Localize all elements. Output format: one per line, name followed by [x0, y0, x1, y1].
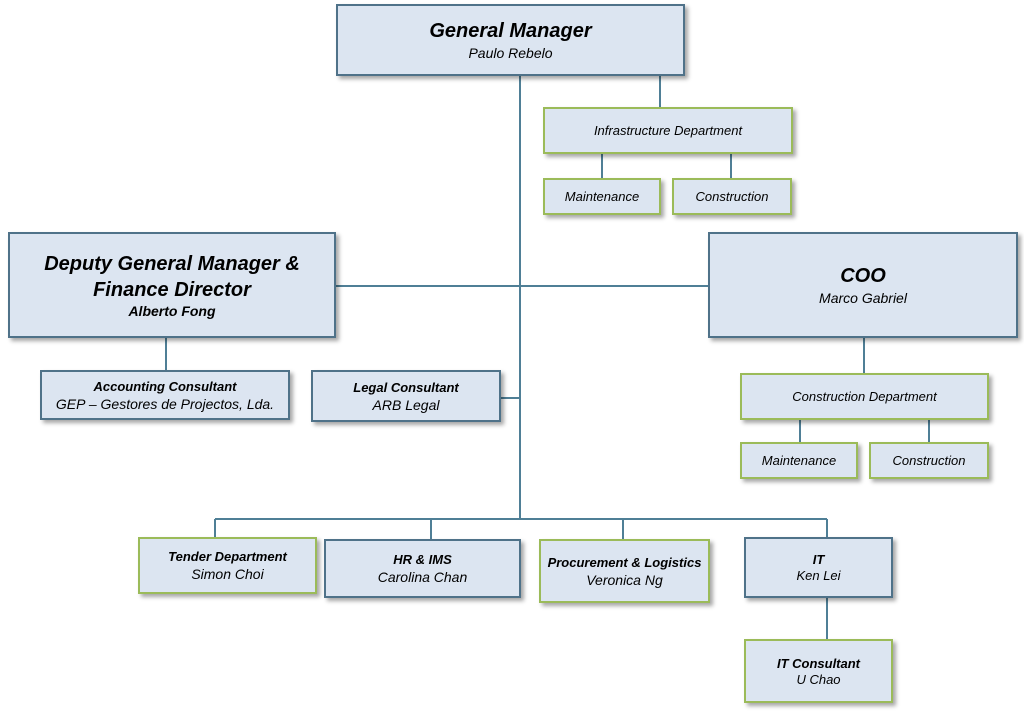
it-consultant-title: IT Consultant [776, 655, 861, 671]
tender-department-title: Tender Department [168, 549, 287, 564]
general-manager-name: Paulo Rebelo [468, 45, 553, 61]
legal-consultant-name: ARB Legal [372, 396, 440, 413]
hr-ims-box: HR & IMS Carolina Chan [324, 539, 521, 598]
deputy-name: Alberto Fong [128, 302, 216, 319]
it-title: IT [812, 552, 825, 567]
construction-maintenance-box: Maintenance [740, 442, 858, 479]
it-name: Ken Lei [796, 568, 841, 583]
procurement-logistics-title: Procurement & Logistics [547, 554, 702, 570]
construction-department-box: Construction Department [740, 373, 989, 420]
hr-ims-name: Carolina Chan [377, 569, 468, 585]
construction-department-title: Construction Department [792, 388, 937, 404]
legal-consultant-box: Legal Consultant ARB Legal [311, 370, 501, 422]
deputy-title-line2: Finance Director [93, 278, 251, 301]
procurement-logistics-box: Procurement & Logistics Veronica Ng [539, 539, 710, 603]
construction-maintenance-label: Maintenance [761, 452, 837, 468]
procurement-logistics-name: Veronica Ng [586, 571, 663, 588]
deputy-title-line1: Deputy General Manager & [44, 252, 300, 275]
coo-name: Marco Gabriel [819, 290, 907, 306]
infrastructure-construction-box: Construction [672, 178, 792, 215]
accounting-consultant-title: Accounting Consultant [93, 378, 237, 394]
infrastructure-department-box: Infrastructure Department [543, 107, 793, 154]
infrastructure-maintenance-box: Maintenance [543, 178, 661, 215]
tender-department-name: Simon Choi [191, 566, 264, 582]
it-box: IT Ken Lei [744, 537, 893, 598]
it-consultant-box: IT Consultant U Chao [744, 639, 893, 703]
accounting-consultant-name: GEP – Gestores de Projectos, Lda. [55, 395, 275, 412]
deputy-general-manager-box: Deputy General Manager & Finance Directo… [8, 232, 336, 338]
construction-construction-box: Construction [869, 442, 989, 479]
construction-construction-label: Construction [892, 452, 966, 468]
general-manager-title: General Manager [429, 20, 592, 42]
accounting-consultant-box: Accounting Consultant GEP – Gestores de … [40, 370, 290, 420]
hr-ims-title: HR & IMS [393, 552, 452, 567]
coo-title: COO [840, 265, 886, 287]
legal-consultant-title: Legal Consultant [353, 379, 459, 395]
coo-box: COO Marco Gabriel [708, 232, 1018, 338]
general-manager-box: General Manager Paulo Rebelo [336, 4, 685, 76]
tender-department-box: Tender Department Simon Choi [138, 537, 317, 594]
infrastructure-maintenance-label: Maintenance [564, 188, 640, 204]
infrastructure-department-title: Infrastructure Department [593, 122, 743, 138]
infrastructure-construction-label: Construction [695, 188, 769, 204]
it-consultant-name: U Chao [796, 671, 841, 687]
